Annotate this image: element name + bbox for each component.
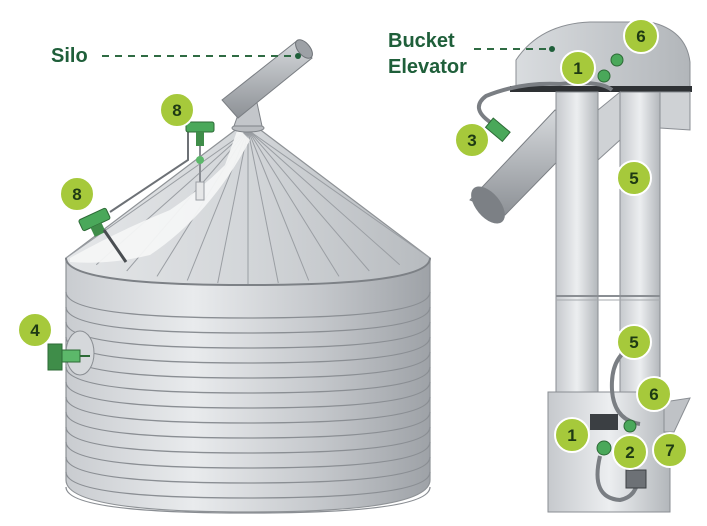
silo-band: [65, 396, 431, 424]
upper-level-sensor-icon: [185, 121, 215, 201]
badge-8-lower: 8: [59, 176, 95, 212]
svg-text:5: 5: [629, 333, 638, 352]
roof-rib: [247, 129, 431, 259]
badge-2: 2: [612, 434, 648, 470]
svg-text:6: 6: [649, 385, 658, 404]
silo-band: [65, 411, 431, 439]
roof-rib: [65, 129, 249, 259]
roof-rib: [247, 129, 340, 277]
chute-plug-sensor-icon: [484, 117, 511, 143]
badge-4: 4: [17, 312, 53, 348]
head-cap: [510, 86, 692, 92]
silo-label: Silo: [51, 45, 88, 67]
svg-text:1: 1: [567, 426, 576, 445]
svg-text:8: 8: [172, 101, 181, 120]
silo-body: [65, 257, 431, 513]
silo-eave: [65, 257, 431, 287]
svg-text:7: 7: [665, 441, 674, 460]
silo-band: [65, 471, 431, 499]
svg-text:5: 5: [629, 169, 638, 188]
boot-speed-sensor-icon: [596, 440, 612, 456]
lower-level-sensor-icon: [78, 207, 128, 263]
svg-text:1: 1: [573, 59, 582, 78]
badge-1-bottom: 1: [554, 417, 590, 453]
badge-6-top: 6: [623, 18, 659, 54]
badge-7: 7: [652, 432, 688, 468]
silo-band: [65, 486, 431, 514]
badge-8-upper: 8: [159, 92, 195, 128]
badge-5-top: 5: [616, 160, 652, 196]
svg-text:6: 6: [636, 27, 645, 46]
silo-band: [65, 441, 431, 469]
roof-rib: [217, 129, 249, 284]
svg-text:4: 4: [30, 321, 40, 340]
callout-badges: 6 1 3 5 8 8 4 5 6 1 2 7: [17, 18, 688, 470]
silo-band: [65, 426, 431, 454]
svg-text:2: 2: [625, 443, 634, 462]
svg-text:3: 3: [467, 131, 476, 150]
motor-box-icon: [625, 469, 647, 489]
roof-rib: [247, 129, 279, 284]
leg-brace: [597, 90, 691, 162]
badge-6-bottom: 6: [636, 376, 672, 412]
head-alignment-sensor-icon: [610, 53, 624, 67]
roof-rib: [247, 129, 310, 281]
bucket-elevator-label-line2: Elevator: [388, 56, 467, 78]
badge-5-bottom: 5: [616, 324, 652, 360]
side-level-sensor-icon: [47, 343, 90, 371]
grain-pile: [70, 128, 250, 263]
roof-rib: [247, 129, 370, 272]
badge-1-top: 1: [560, 50, 596, 86]
svg-text:8: 8: [72, 185, 81, 204]
elevator-leg-up: [555, 91, 599, 395]
chute-mouth: [471, 186, 505, 224]
boot-panel: [590, 414, 618, 430]
silo-corrugations: [65, 291, 431, 514]
top-hose: [477, 80, 614, 124]
head-speed-sensor-icon: [597, 69, 611, 83]
silo-band: [65, 291, 431, 319]
roof-rib: [247, 129, 401, 266]
silo-band: [65, 366, 431, 394]
badge-3: 3: [454, 122, 490, 158]
boot-alignment-sensor-icon: [623, 419, 637, 433]
fill-spout: [221, 39, 313, 127]
elevator-leader-dot: [549, 46, 555, 52]
silo-band: [65, 306, 431, 334]
silo-band: [65, 381, 431, 409]
bucket-elevator-label-line1: Bucket: [388, 30, 455, 52]
silo-leader-dot: [295, 53, 301, 59]
boot-inlet: [663, 397, 691, 433]
silo-band: [65, 456, 431, 484]
silo: [47, 39, 431, 514]
